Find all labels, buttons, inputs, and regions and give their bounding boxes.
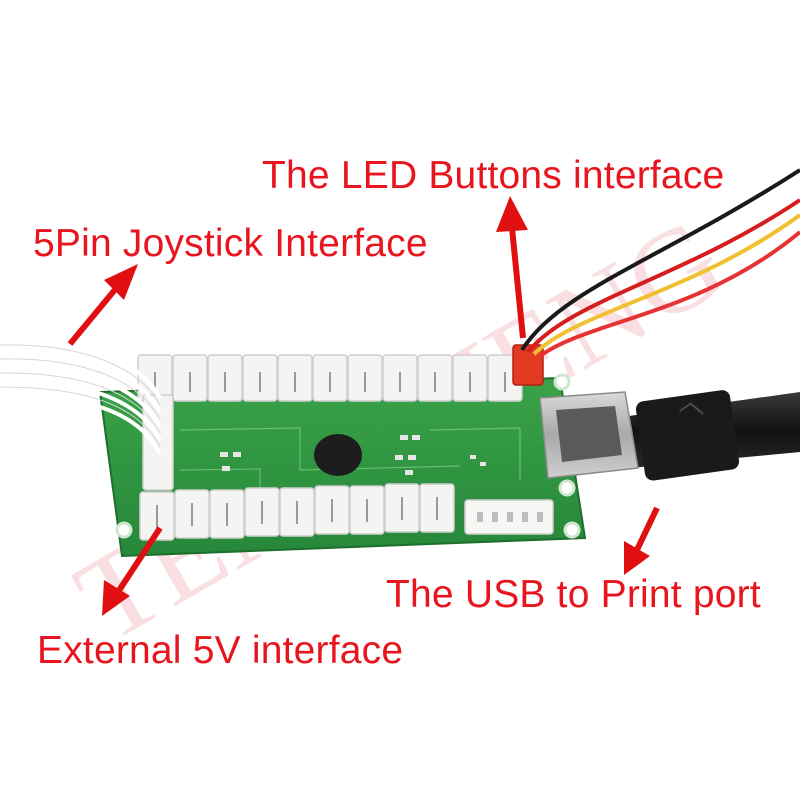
controller-chip [314, 434, 362, 476]
label-led-buttons-interface: The LED Buttons interface [262, 154, 725, 197]
usb-arrow [624, 506, 660, 575]
usb-plug-body [635, 390, 740, 481]
joystick-wires [0, 335, 162, 455]
label-usb-print-port: The USB to Print port [386, 573, 761, 616]
led-arrow [496, 196, 528, 339]
led-wires [520, 168, 800, 358]
annotation-arrows [67, 196, 660, 616]
joystick-arrow [67, 264, 138, 346]
external-5v-arrow [102, 526, 163, 616]
label-joystick-interface: 5Pin Joystick Interface [33, 222, 428, 265]
label-external-5v-interface: External 5V interface [37, 629, 404, 672]
